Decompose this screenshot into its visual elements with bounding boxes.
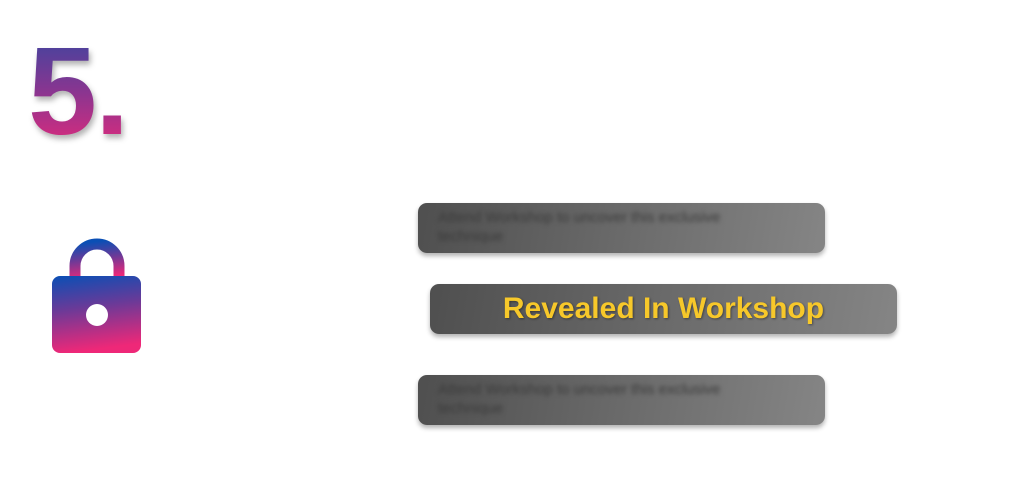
revealed-in-workshop-banner: Revealed In Workshop	[430, 284, 897, 334]
blurred-teaser-text: Attend Workshop to uncover this exclusiv…	[438, 209, 721, 245]
step-number: 5.	[28, 23, 129, 161]
blurred-teaser-text: Attend Workshop to uncover this exclusiv…	[438, 381, 721, 417]
locked-teaser-box: Attend Workshop to uncover this exclusiv…	[418, 375, 825, 425]
lock-icon	[52, 238, 141, 353]
revealed-label: Revealed In Workshop	[502, 292, 825, 325]
locked-teaser-box: Attend Workshop to uncover this exclusiv…	[418, 203, 825, 253]
